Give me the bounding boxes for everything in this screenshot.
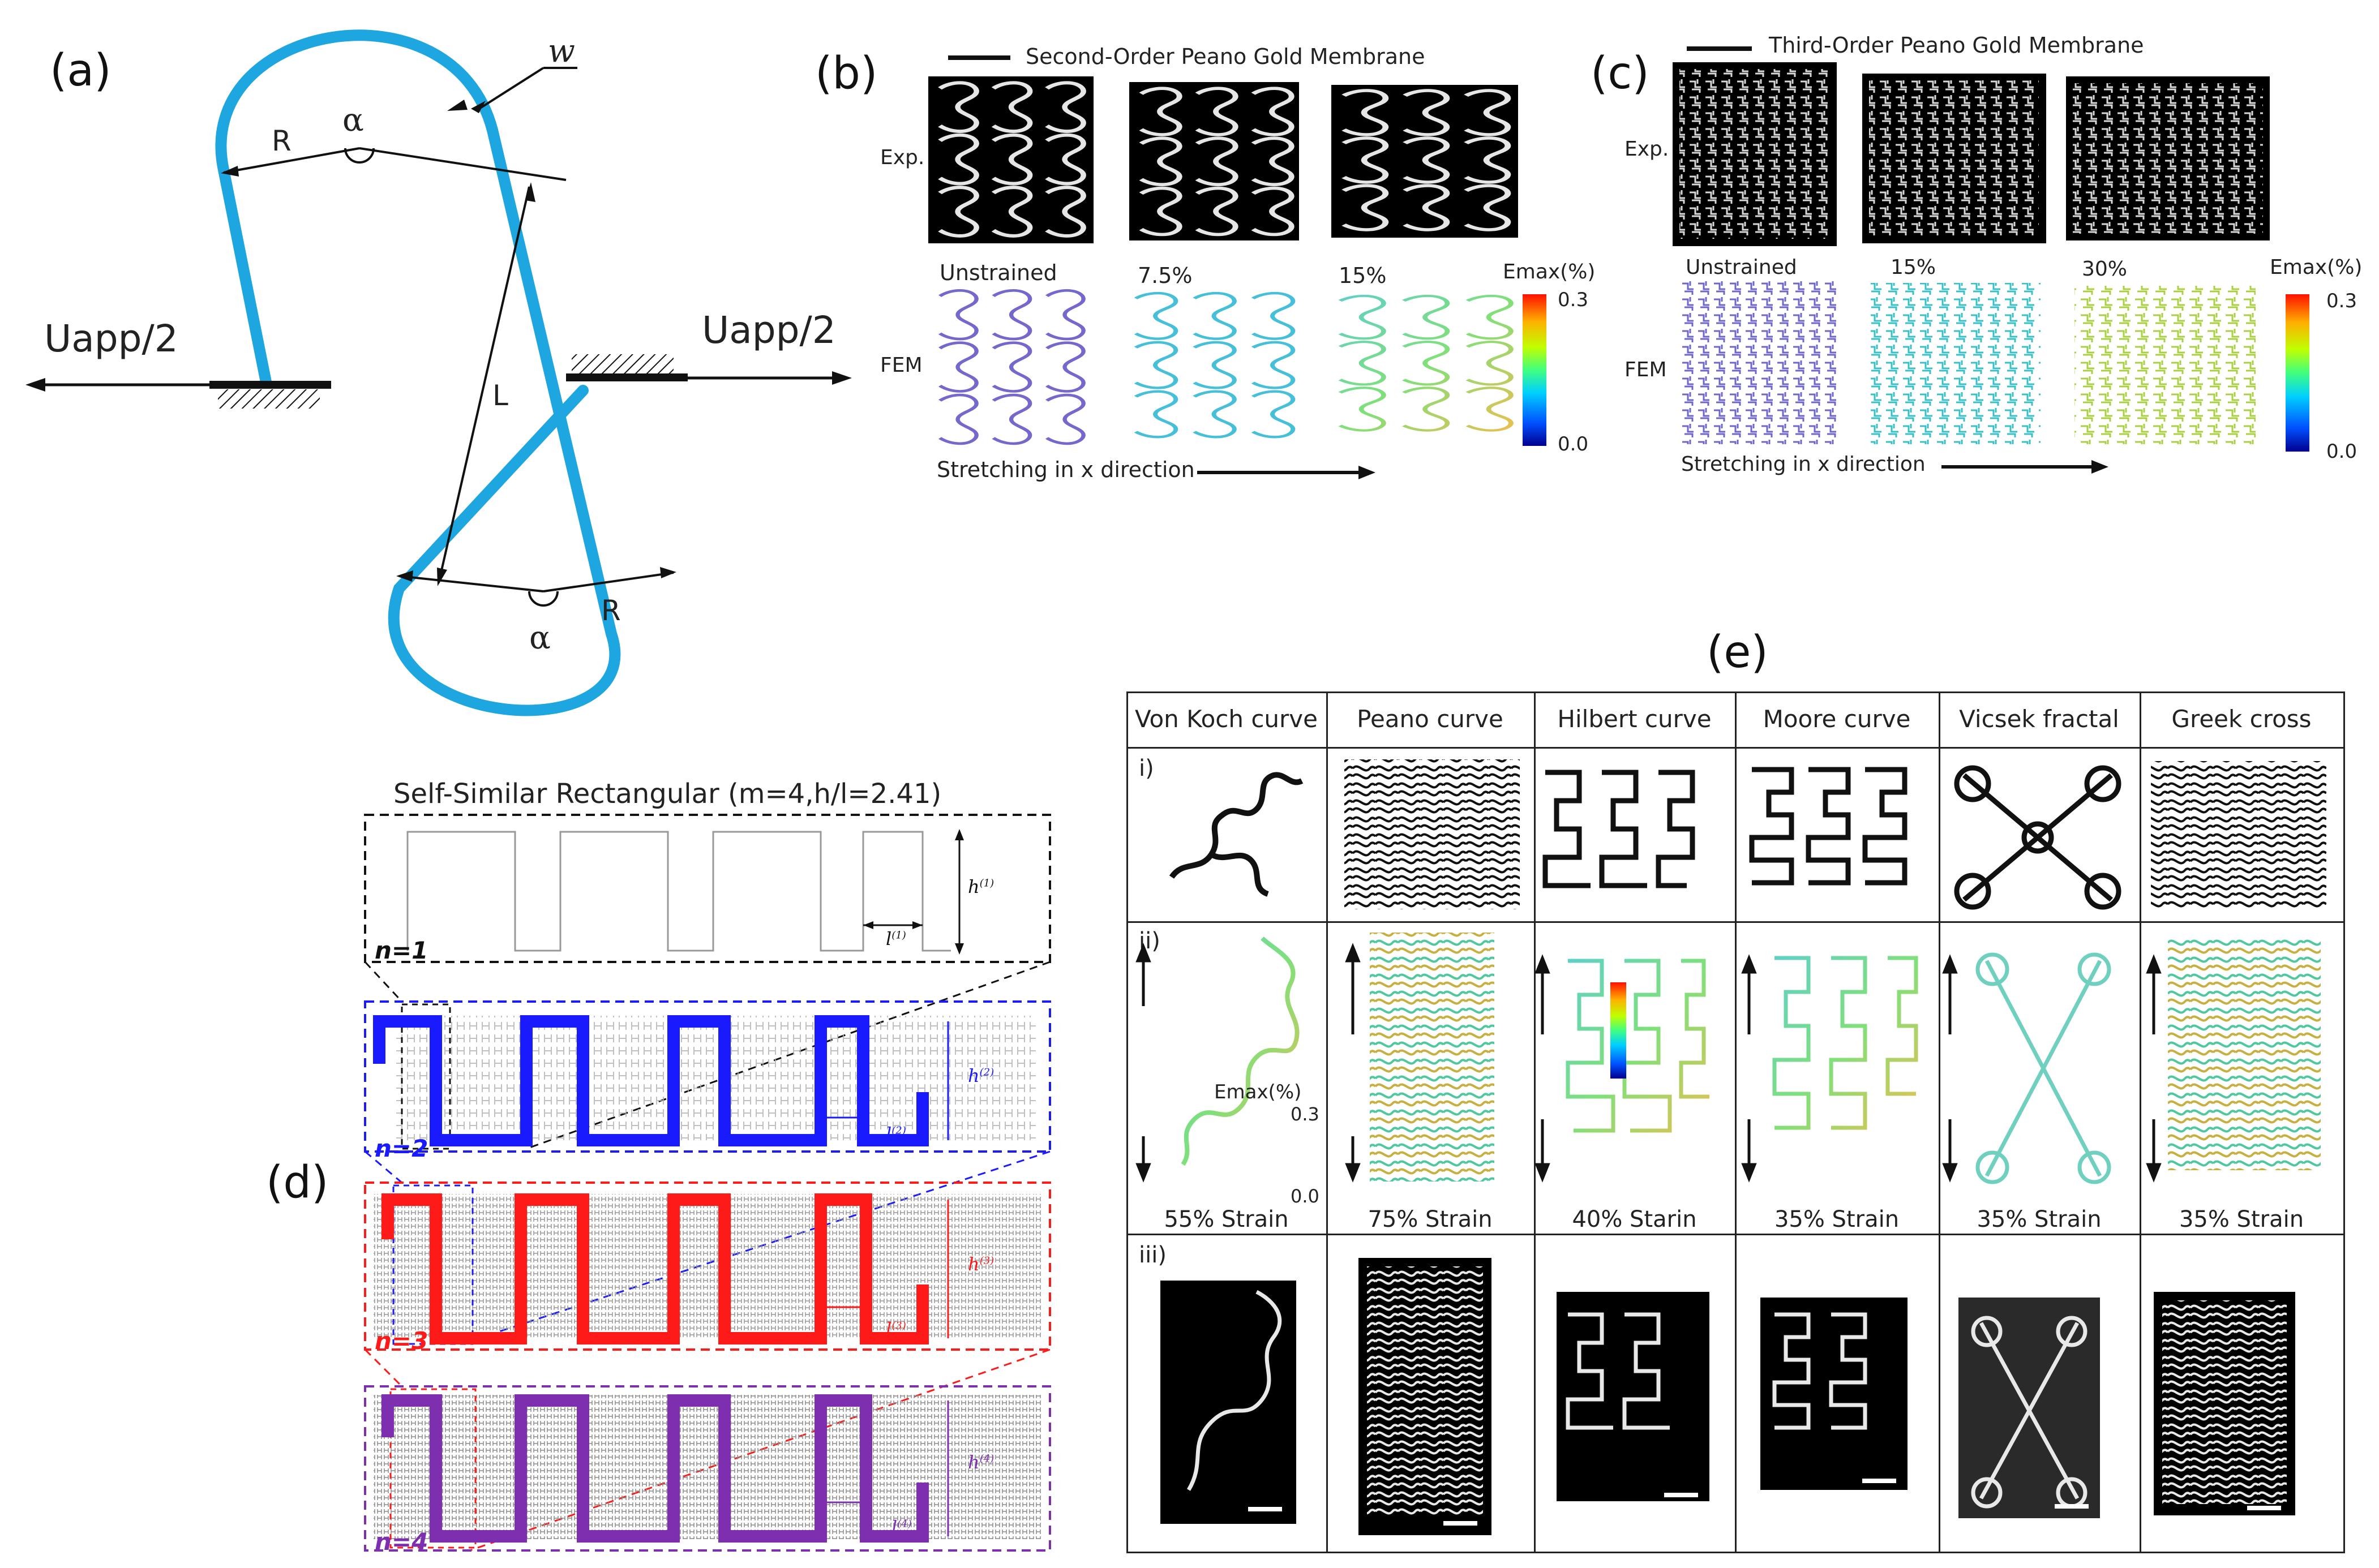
- strain-label-1: 75% Strain: [1368, 1206, 1493, 1232]
- strain-label-4: 35% Strain: [1977, 1206, 2102, 1232]
- col-divider-3: [1735, 691, 1737, 1552]
- n3-curve: [382, 1193, 929, 1344]
- strain-label-0: 55% Strain: [1164, 1206, 1289, 1232]
- strain-label-3: 35% Strain: [1774, 1206, 1900, 1232]
- panel-d-title: Self-Similar Rectangular (m=4,h/l=2.41): [393, 778, 942, 810]
- panel-a-diagram: [25, 29, 852, 716]
- panel-b-strain-0: Unstrained: [940, 260, 1057, 285]
- panel-b-colorbar: [1523, 294, 1546, 446]
- panel-a-label: (a): [50, 45, 112, 96]
- panel-d-label: (d): [266, 1157, 329, 1208]
- n1-box: [364, 814, 1051, 963]
- label-h4: h(4): [968, 1451, 995, 1473]
- col-divider-4: [1939, 691, 1940, 1552]
- panel-c-stretch: Stretching in x direction: [1681, 453, 1926, 476]
- panel-c-label: (c): [1591, 48, 1649, 99]
- row-iii-images: [1160, 1258, 2295, 1535]
- label-w: w: [548, 33, 575, 70]
- n3-box: [364, 1182, 1051, 1351]
- panel-c-colorbar: [2286, 294, 2309, 452]
- panel-b-exp: Exp.: [880, 146, 925, 169]
- label-l2: l(2): [886, 1123, 906, 1145]
- label-u-left: Uapp/2: [44, 317, 178, 360]
- col-divider-6: [2343, 691, 2345, 1553]
- panel-e-strain-row: 55% Strain 75% Strain 40% Starin 35% Strain…: [1126, 1206, 2343, 1234]
- column-header-0: Von Koch curve: [1134, 705, 1318, 733]
- panel-c-cb-max: 0.3: [2326, 290, 2357, 312]
- label-n2: n=2: [375, 1135, 428, 1162]
- label-l: L: [492, 379, 508, 412]
- scale-bar-b: [948, 55, 1010, 60]
- panel-e-label: (e): [1707, 627, 1768, 678]
- row-label-i: i): [1139, 755, 1154, 781]
- panel-b-label: (b): [815, 48, 878, 99]
- panel-c-title: Third-Order Peano Gold Membrane: [1769, 33, 2144, 58]
- panel-e-cb-min: 0.0: [1291, 1185, 1319, 1207]
- right-support: [566, 373, 688, 381]
- column-header-3: Moore curve: [1763, 705, 1911, 733]
- n2-box: [364, 1000, 1051, 1153]
- label-u-right: Uapp/2: [702, 308, 836, 352]
- strain-label-2: 40% Starin: [1572, 1206, 1697, 1232]
- col-divider-2: [1534, 691, 1536, 1552]
- column-header-1: Peano curve: [1357, 705, 1503, 733]
- left-support: [209, 381, 331, 389]
- panel-b-stretch: Stretching in x direction: [937, 457, 1195, 482]
- strain-label-5: 35% Strain: [2179, 1206, 2304, 1232]
- column-header-4: Vicsek fractal: [1959, 705, 2119, 733]
- row-ii-curves: [1135, 933, 2321, 1184]
- panel-b-strain-2: 15%: [1339, 263, 1387, 288]
- label-h3: h(3): [968, 1253, 995, 1275]
- panel-c-stretch-arrow: [1941, 460, 2108, 474]
- label-l3: l(3): [886, 1318, 906, 1340]
- panel-b-fem: FEM: [880, 354, 923, 377]
- label-r-bottom: R: [601, 594, 621, 627]
- row-divider-4: [1126, 1552, 2345, 1553]
- row-i-curves: [1169, 759, 2326, 910]
- label-n3: n=3: [375, 1327, 428, 1355]
- label-n1: n=1: [375, 936, 428, 964]
- panel-b-strain-1: 7.5%: [1138, 263, 1193, 288]
- panel-e-colorbar: [1610, 982, 1626, 1079]
- panel-c-cb-min: 0.0: [2326, 440, 2357, 463]
- panel-b-title: Second-Order Peano Gold Membrane: [1026, 44, 1425, 69]
- col-divider-1: [1326, 691, 1328, 1552]
- n2-curve: [373, 1015, 929, 1146]
- row-label-iii: iii): [1139, 1242, 1167, 1268]
- serpentine-curve: [215, 29, 621, 716]
- panel-e-colorbar-title: Emax(%): [1214, 1081, 1302, 1103]
- panel-e-cb-max: 0.3: [1291, 1103, 1319, 1125]
- label-alpha-top: α: [342, 102, 364, 139]
- panel-d-diagram: [364, 814, 1051, 1552]
- panel-b-stretch-arrow: [1197, 466, 1375, 479]
- n4-curve: [382, 1394, 929, 1543]
- column-header-5: Greek cross: [2171, 705, 2312, 733]
- label-l1: l(1): [886, 928, 906, 950]
- panel-b-cb-max: 0.3: [1558, 289, 1589, 311]
- panel-c-strain-0: Unstrained: [1686, 256, 1797, 279]
- label-alpha-bottom: α: [529, 620, 551, 656]
- panel-c-colorbar-title: Emax(%): [2270, 256, 2363, 279]
- panel-c-fem-images: [1681, 280, 2256, 444]
- panel-b-cb-min: 0.0: [1558, 433, 1589, 456]
- scale-bar-c: [1687, 46, 1752, 51]
- label-h2: h(2): [968, 1065, 995, 1086]
- panel-c-exp: Exp.: [1624, 138, 1669, 161]
- panel-c-exp-images: [1673, 62, 2270, 246]
- panel-c-fem: FEM: [1624, 358, 1667, 381]
- panel-e-header-row: Von Koch curve Peano curve Hilbert curve Mo…: [1126, 691, 2343, 747]
- n1-curve: [406, 831, 951, 952]
- panel-c-strain-2: 30%: [2082, 257, 2128, 281]
- label-l4: l(4): [891, 1517, 912, 1538]
- label-h1: h(1): [968, 876, 995, 897]
- panel-c-strain-1: 15%: [1891, 256, 1936, 279]
- col-divider-5: [2140, 691, 2141, 1552]
- panel-b-exp-images: [928, 76, 1518, 243]
- panel-b-fem-images: [934, 289, 1500, 453]
- panel-b-colorbar-title: Emax(%): [1503, 260, 1596, 283]
- n4-box: [364, 1385, 1051, 1552]
- column-header-2: Hilbert curve: [1557, 705, 1712, 733]
- label-n4: n=4: [375, 1528, 428, 1556]
- label-r-top: R: [272, 124, 292, 157]
